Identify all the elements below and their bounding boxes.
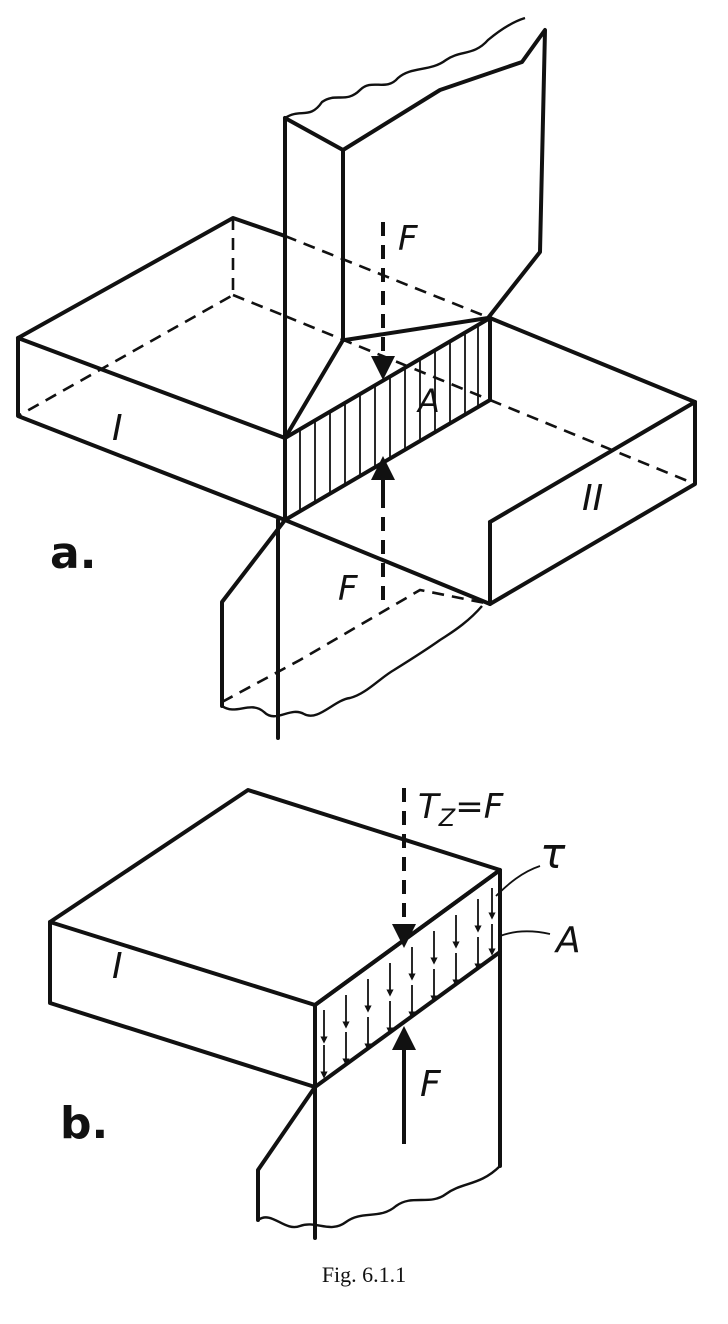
- diagram-a: F F A I II a.: [16, 16, 697, 740]
- plate-I-label-b: I: [112, 946, 123, 987]
- plate-II-front-face: [488, 400, 697, 606]
- shear-area-hatching: [299, 325, 479, 511]
- shear-area-A: [283, 316, 492, 522]
- upper-blade: [283, 16, 547, 440]
- block-end-face: [313, 868, 502, 1089]
- upper-blade-side-face: [341, 28, 547, 342]
- shear-force-rhs: =F: [455, 787, 503, 827]
- force-bottom-label-b: F: [420, 1064, 442, 1105]
- upper-blade-front-face: [283, 116, 345, 440]
- upper-blade-edge: [283, 116, 345, 152]
- lower-blade-break-line: [221, 605, 483, 718]
- shear-area-outline: [283, 316, 492, 522]
- stress-label: τ: [540, 829, 566, 878]
- diagram-b: TZ=F τ A I F b.: [48, 787, 581, 1240]
- shear-force-label: TZ=F: [418, 787, 504, 832]
- stress-leader-line: [495, 865, 541, 897]
- plate-II: [283, 234, 697, 606]
- plate-I-label: I: [112, 408, 123, 449]
- lower-blade-b-break-line: [257, 1165, 501, 1229]
- shear-force-subscript: Z: [438, 804, 456, 832]
- lower-blade-b-outline: [256, 950, 502, 1240]
- plate-I-block: [48, 788, 502, 1089]
- lower-blade-b: [256, 950, 502, 1240]
- force-bottom-label: F: [338, 569, 358, 609]
- figure-caption: Fig. 6.1.1: [321, 1262, 407, 1287]
- force-top-label: F: [398, 219, 418, 259]
- plate-I-front-face: [16, 336, 287, 522]
- lower-blade: [220, 518, 491, 740]
- area-label-b: A: [554, 920, 581, 961]
- panel-label-b: b.: [60, 1098, 108, 1149]
- upper-blade-break-line: [284, 16, 526, 120]
- block-front-face: [48, 920, 317, 1089]
- shear-stress-arrows: [320, 888, 496, 1079]
- plate-II-bottom-join: [283, 518, 492, 606]
- plate-I-hidden-edges: [17, 218, 286, 418]
- plate-I-top-face: [16, 216, 287, 340]
- area-leader-line: [499, 930, 551, 937]
- plate-II-label: II: [582, 478, 603, 519]
- lower-blade-front-face: [220, 518, 287, 740]
- plate-I: [16, 216, 287, 522]
- panel-label-a: a.: [50, 528, 96, 579]
- lower-blade-hidden-edge: [221, 588, 491, 704]
- area-label: A: [416, 382, 440, 420]
